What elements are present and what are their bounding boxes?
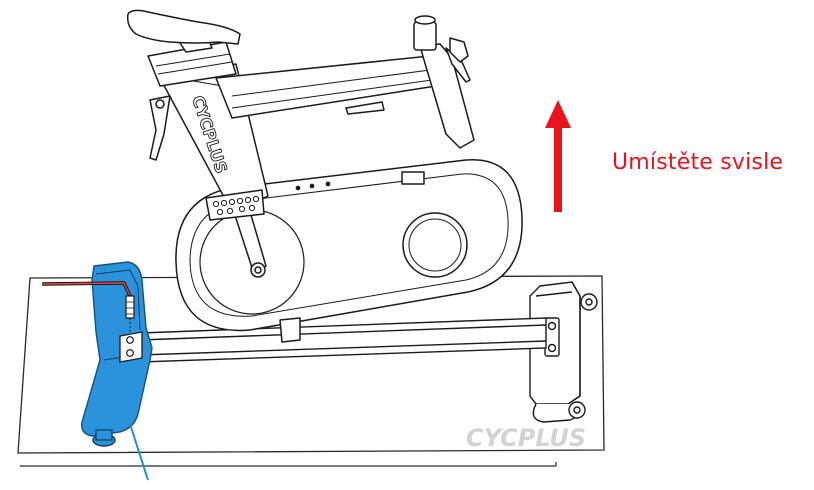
- watermark-text: CYCPLUS: [466, 424, 586, 452]
- rear-stabilizer-foot: [529, 281, 598, 423]
- saddle: [126, 9, 241, 45]
- callout-line: [129, 423, 149, 481]
- bike-frame: CYCPLUS: [126, 9, 523, 343]
- instruction-text: Umístěte svisle: [612, 150, 784, 175]
- flywheel-cap: [402, 212, 468, 278]
- top-tube: [215, 55, 437, 119]
- handlebar-post: [419, 43, 475, 149]
- allen-key-icon: [41, 281, 135, 334]
- up-arrow-icon: [545, 100, 571, 212]
